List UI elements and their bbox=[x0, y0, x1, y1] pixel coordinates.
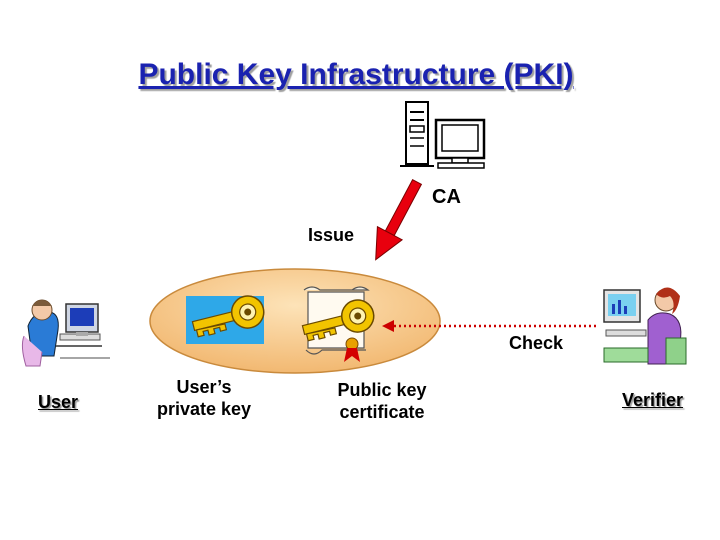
issue-arrow bbox=[375, 178, 423, 261]
user-icon bbox=[21, 299, 110, 367]
certificate-label: Public key certificate bbox=[318, 379, 446, 423]
check-arrow bbox=[382, 320, 596, 332]
slide-title: Public Key Infrastructure (PKI) bbox=[138, 58, 574, 91]
check-label: Check bbox=[509, 333, 564, 353]
issue-label: Issue bbox=[308, 225, 355, 245]
certificate-label-line1: Public key bbox=[337, 380, 427, 400]
certificate-key-icon bbox=[298, 286, 378, 362]
certificate-label-line2: certificate bbox=[339, 402, 425, 422]
ca-label: CA bbox=[432, 186, 461, 208]
user-label: User bbox=[38, 392, 79, 412]
verifier-icon bbox=[603, 287, 687, 365]
private-key-label-line2: private key bbox=[156, 399, 252, 419]
pki-ellipse bbox=[149, 268, 441, 374]
private-key-label-line1: User’s bbox=[176, 377, 232, 397]
ca-computer-icon bbox=[400, 101, 486, 169]
private-key-icon bbox=[186, 291, 268, 344]
verifier-label: Verifier bbox=[622, 390, 684, 410]
private-key-label: User’s private key bbox=[142, 376, 266, 420]
